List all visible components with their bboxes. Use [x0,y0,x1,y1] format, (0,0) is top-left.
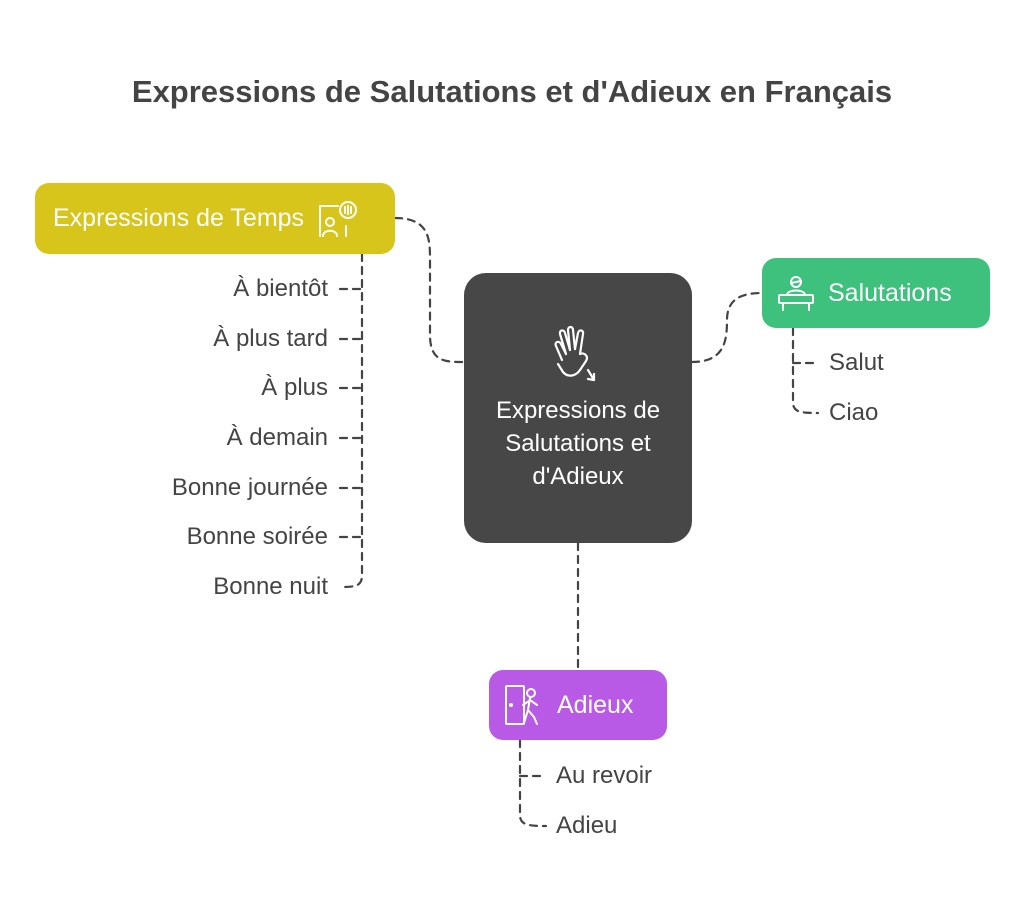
exit-door-icon [503,683,545,727]
leaf-temps-2: À plus tard [213,325,328,352]
node-salutations-label: Salutations [828,278,952,307]
leaf-temps-6: Bonne soirée [186,523,328,550]
leaf-temps-7: Bonne nuit [213,573,328,600]
node-adieux: Adieux [489,670,667,740]
node-expressions-de-temps: Expressions de Temps [35,183,395,254]
leaf-adieux-1: Au revoir [556,762,653,789]
leaf-adieux-2: Adieu [556,812,618,839]
leaf-temps-3: À plus [261,374,328,401]
presentation-icon [316,198,358,240]
diagram-title: Expressions de Salutations et d'Adieux e… [131,74,893,109]
leaf-salutations-2: Ciao [829,399,879,426]
central-topic-label: Expressions de Salutations et d'Adieux [495,396,661,490]
leaf-temps-1: À bientôt [233,275,328,302]
node-adieux-label: Adieux [557,690,634,719]
node-salutations: Salutations [762,258,990,328]
node-temps-label: Expressions de Temps [53,204,305,232]
leaf-temps-5: Bonne journée [171,474,328,501]
leaf-temps-4: À demain [226,424,328,451]
leaf-salutations-1: Salut [829,349,884,376]
central-topic-node: Expressions de Salutations et d'Adieux [464,273,692,543]
reception-desk-icon [776,273,816,313]
waving-hand-icon [548,324,608,388]
